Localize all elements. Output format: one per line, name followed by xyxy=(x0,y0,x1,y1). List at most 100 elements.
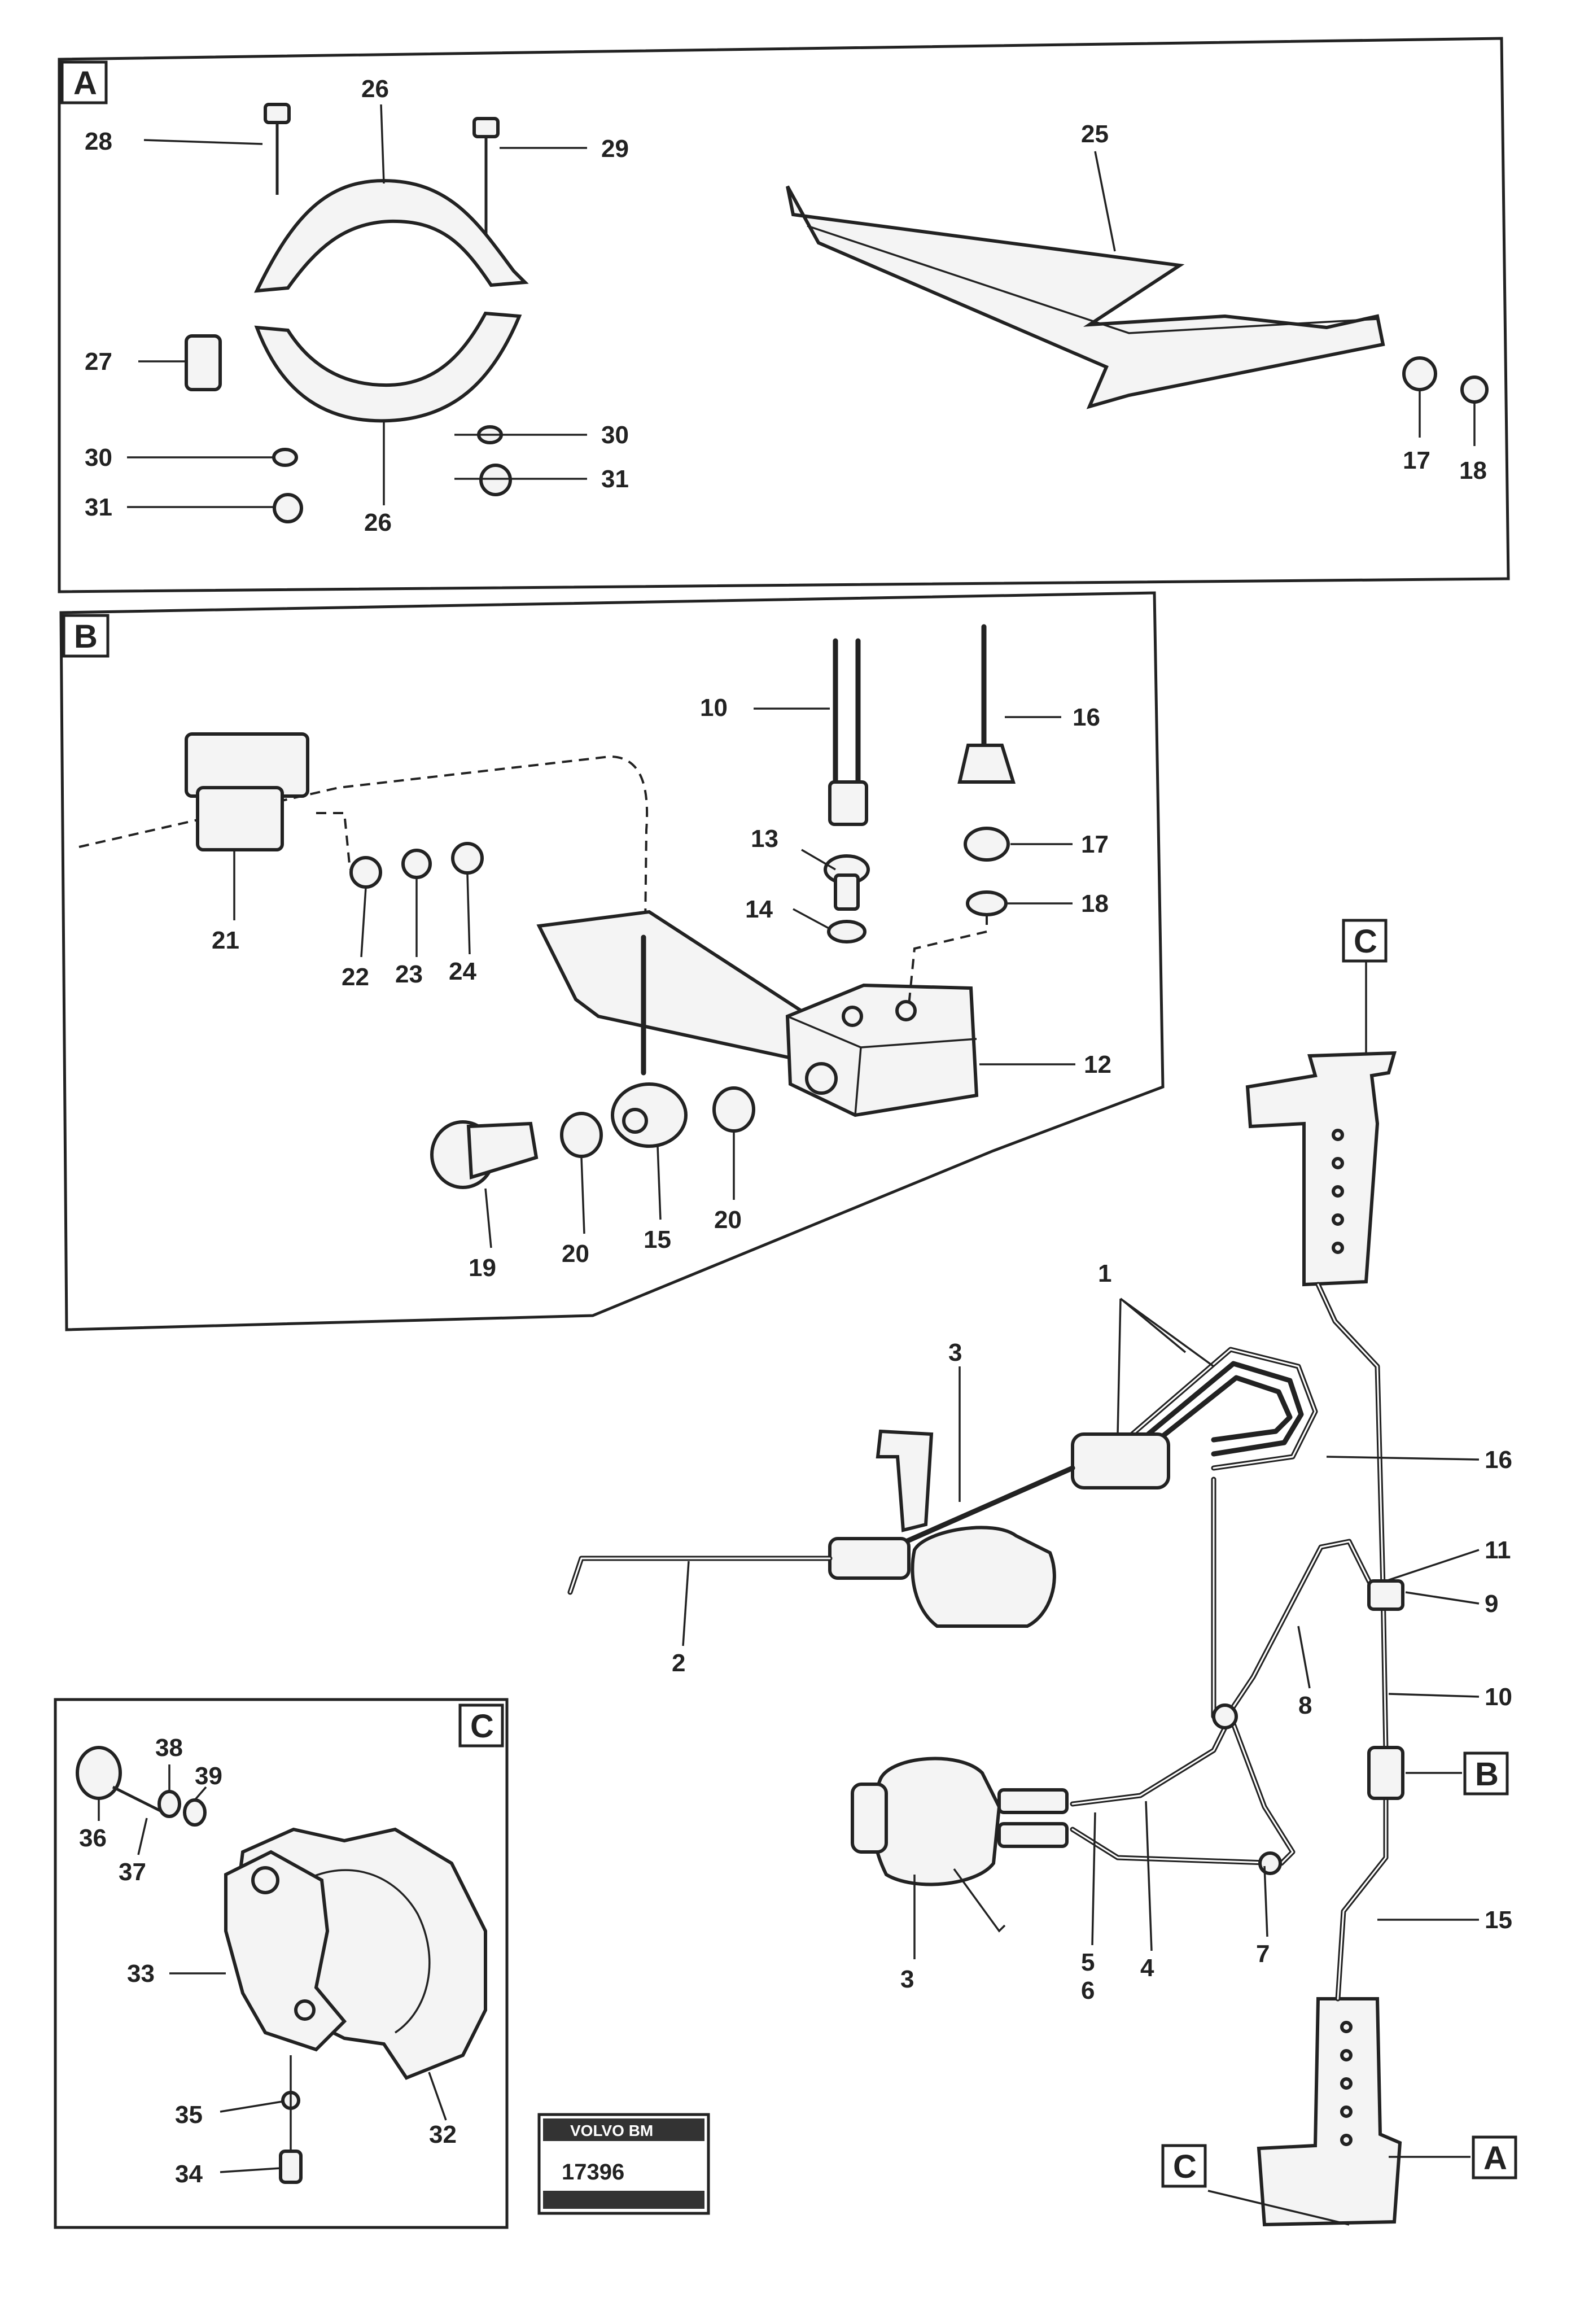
valve-block-12 xyxy=(785,983,979,1117)
ref-box-a xyxy=(1472,2135,1517,2179)
nut-31-right xyxy=(479,464,512,496)
label-39: 39 xyxy=(195,1762,222,1790)
label-1: 1 xyxy=(1098,1260,1111,1287)
washer-14 xyxy=(827,920,866,943)
ref-box-c-top xyxy=(1342,919,1388,963)
label-10-b: 10 xyxy=(700,694,728,722)
clamp-lower-26 xyxy=(254,311,522,423)
ref-c-top: C xyxy=(1354,923,1377,960)
volvo-badge: VOLVO BM 17396 xyxy=(537,2113,710,2215)
label-12: 12 xyxy=(1084,1051,1111,1078)
panel-c-letter: C xyxy=(470,1708,494,1745)
pedal-bracket-top xyxy=(1245,1051,1397,1287)
label-19: 19 xyxy=(469,1254,496,1282)
panel-b-letter: B xyxy=(74,618,98,655)
washer-23 xyxy=(401,849,432,879)
panel-a-letter-box xyxy=(60,60,108,104)
valve-1 xyxy=(1071,1432,1170,1489)
label-38: 38 xyxy=(155,1734,183,1762)
label-30-left: 30 xyxy=(85,444,112,471)
panel-b: B xyxy=(59,591,1165,1331)
pipe-8 xyxy=(1228,1539,1375,1714)
panel-b-frame xyxy=(59,591,1165,1331)
connector-b xyxy=(1367,1746,1404,1800)
badge-header xyxy=(543,2118,704,2141)
label-11: 11 xyxy=(1485,1536,1511,1564)
tee-9 xyxy=(1367,1579,1404,1611)
label-20-left: 20 xyxy=(562,1240,589,1268)
rod-3 xyxy=(878,1465,1075,1556)
label-20-right: 20 xyxy=(714,1206,742,1234)
badge-footer xyxy=(543,2191,704,2209)
fitting-16 xyxy=(957,744,1016,784)
bracket-holes-top xyxy=(1332,1129,1344,1254)
label-4: 4 xyxy=(1140,1954,1154,1982)
washer-20-left xyxy=(560,1112,603,1158)
pedal-bracket-bottom xyxy=(1257,1997,1402,2227)
cylinder-3-top xyxy=(911,1526,1056,1628)
nut-31-left xyxy=(273,493,303,523)
panel-a-frame xyxy=(58,37,1510,593)
label-8: 8 xyxy=(1298,1692,1312,1719)
panel-b-letter-box xyxy=(62,614,110,658)
label-23: 23 xyxy=(395,960,423,988)
label-24: 24 xyxy=(449,958,476,985)
bracket-3 xyxy=(876,1429,934,1532)
nut-24 xyxy=(451,842,484,875)
label-34: 34 xyxy=(175,2160,203,2188)
label-15-main: 15 xyxy=(1485,1906,1512,1934)
panel-a-letter: A xyxy=(73,65,97,102)
label-28: 28 xyxy=(85,128,112,155)
nut-17-b xyxy=(964,827,1010,862)
label-27: 27 xyxy=(85,348,112,375)
plate-25 xyxy=(786,185,1385,409)
panel-c-letter-box xyxy=(458,1703,504,1748)
washer-20-right xyxy=(712,1086,755,1133)
nut-17-a xyxy=(1402,356,1437,391)
bracket-holes-bottom xyxy=(1340,2021,1353,2146)
main-assembly: C xyxy=(567,919,1517,2227)
pipe-15 xyxy=(1335,1793,1389,2002)
badge-title: VOLVO BM xyxy=(570,2122,653,2139)
union-13 xyxy=(824,854,870,911)
panel-c: C 38 39 36 37 33 35 34 32 xyxy=(54,1698,509,2229)
label-36: 36 xyxy=(79,1824,107,1852)
label-31-right: 31 xyxy=(601,465,629,493)
nut-18-a xyxy=(1460,375,1489,404)
label-30-right: 30 xyxy=(601,421,629,449)
ref-b: B xyxy=(1475,1756,1499,1793)
fitting-10 xyxy=(828,780,868,826)
plate-25-edge xyxy=(807,225,1378,334)
label-6: 6 xyxy=(1081,1977,1095,2004)
label-33: 33 xyxy=(127,1960,155,1987)
spacer-27 xyxy=(185,334,222,391)
clamp-upper-26 xyxy=(254,178,529,293)
washer-18-b xyxy=(966,890,1008,916)
bolt-28 xyxy=(264,103,291,195)
panel-c-frame xyxy=(54,1698,509,2229)
bolt-34 xyxy=(279,2150,303,2184)
label-2: 2 xyxy=(672,1649,685,1677)
label-37: 37 xyxy=(119,1858,146,1886)
label-35: 35 xyxy=(175,2101,203,2129)
washer-30-left xyxy=(272,448,298,467)
ref-box-c-bottom xyxy=(1161,2144,1207,2188)
part-39 xyxy=(183,1798,207,1827)
label-3-top: 3 xyxy=(948,1339,962,1366)
bolt-19 xyxy=(430,1120,539,1189)
label-9: 9 xyxy=(1485,1590,1498,1618)
label-18-a: 18 xyxy=(1459,457,1487,484)
label-18-b: 18 xyxy=(1081,890,1109,918)
label-17-b: 17 xyxy=(1081,831,1109,858)
rod-dashed xyxy=(78,755,649,1073)
label-10-main: 10 xyxy=(1485,1683,1512,1711)
part-36 xyxy=(76,1746,122,1800)
label-16-b: 16 xyxy=(1073,704,1100,731)
ref-a: A xyxy=(1483,2140,1507,2177)
ref-box-b xyxy=(1463,1751,1509,1796)
ref-c-bottom: C xyxy=(1173,2148,1197,2185)
pipe-4 xyxy=(1070,1714,1233,1807)
label-26-top: 26 xyxy=(361,75,389,103)
label-21: 21 xyxy=(212,927,239,954)
